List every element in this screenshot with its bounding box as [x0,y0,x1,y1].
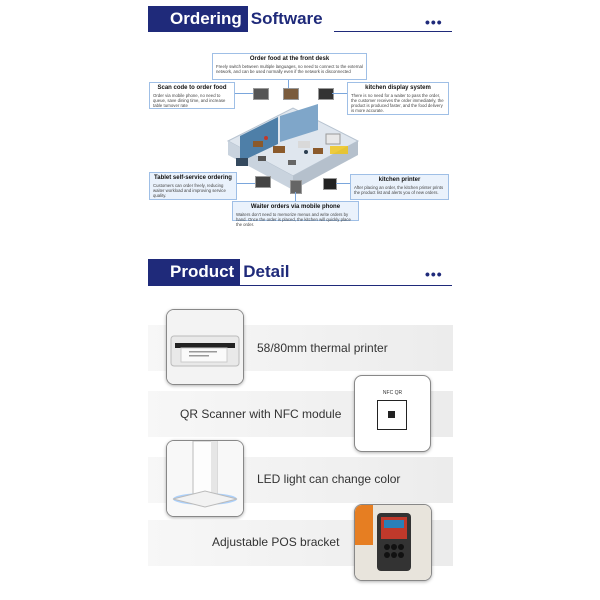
printer-thumbnail [323,178,337,190]
scanner-label: NFC QR [382,390,403,396]
kitchen-display-desc: There is no need for a waiter to pass th… [351,93,444,113]
scan-code-title: Scan code to order food [157,85,227,91]
product-header-rule [148,285,452,286]
menu-thumbnail [283,88,299,100]
product-detail-header: Product Detail [148,259,290,285]
waiter-desc: Waiters don't need to memorize menus and… [236,212,351,227]
tablet-thumbnail [255,176,271,188]
product-header-dots: ••• [425,266,443,282]
product-header-light: Detail [243,262,290,281]
led-feature: LED light can change color [257,472,401,486]
ordering-header-dots: ••• [425,14,443,30]
waiter-box: Waiter orders via mobile phone Waiters d… [232,201,359,227]
pos-thumbnail [253,88,269,100]
phone-thumbnail [290,180,302,194]
connector [288,80,289,88]
scanner-feature: QR Scanner with NFC module [180,407,342,421]
kitchen-printer-desc: After placing an order, the kitchen prin… [354,185,444,195]
kds-thumbnail [318,88,334,100]
ordering-header-rule [334,31,452,32]
restaurant-illustration [218,86,368,196]
ordering-header-dark: Ordering [148,6,248,32]
front-desk-box: Order food at the front desk Freely swit… [212,53,367,80]
front-desk-title: Order food at the front desk [249,56,330,62]
waiter-title: Waiter orders via mobile phone [250,204,341,210]
led-stand-image [166,440,244,517]
scanner-window [377,400,407,430]
ordering-header-light: Software [250,9,323,28]
bracket-image [354,504,432,581]
connector [295,192,296,201]
connector [332,93,347,94]
tablet-desc: Customers can order freely, reducing wai… [153,183,226,198]
tablet-title: Tablet self-service ordering [154,175,232,181]
front-desk-desc: Freely switch between multiple languages… [216,64,363,74]
connector [237,183,255,184]
scanner-image: NFC QR [354,375,431,452]
kitchen-printer-box: kitchen printer After placing an order, … [350,174,449,200]
connector [336,183,350,184]
kitchen-display-title: kitchen display system [365,85,431,91]
ordering-software-header: Ordering Software [148,6,323,32]
connector [235,93,253,94]
scanner-sensor [388,411,395,418]
tablet-box: Tablet self-service ordering Customers c… [149,172,237,200]
kitchen-printer-title: kitchen printer [378,177,421,183]
product-header-dark: Product [148,259,241,285]
scan-code-desc: Order via mobile phone, no need to queue… [153,93,226,108]
printer-feature: 58/80mm thermal printer [257,341,388,355]
scan-code-box: Scan code to order food Order via mobile… [149,82,235,109]
printer-image [166,309,244,385]
kitchen-display-box: kitchen display system There is no need … [347,82,449,115]
bracket-feature: Adjustable POS bracket [212,535,340,549]
